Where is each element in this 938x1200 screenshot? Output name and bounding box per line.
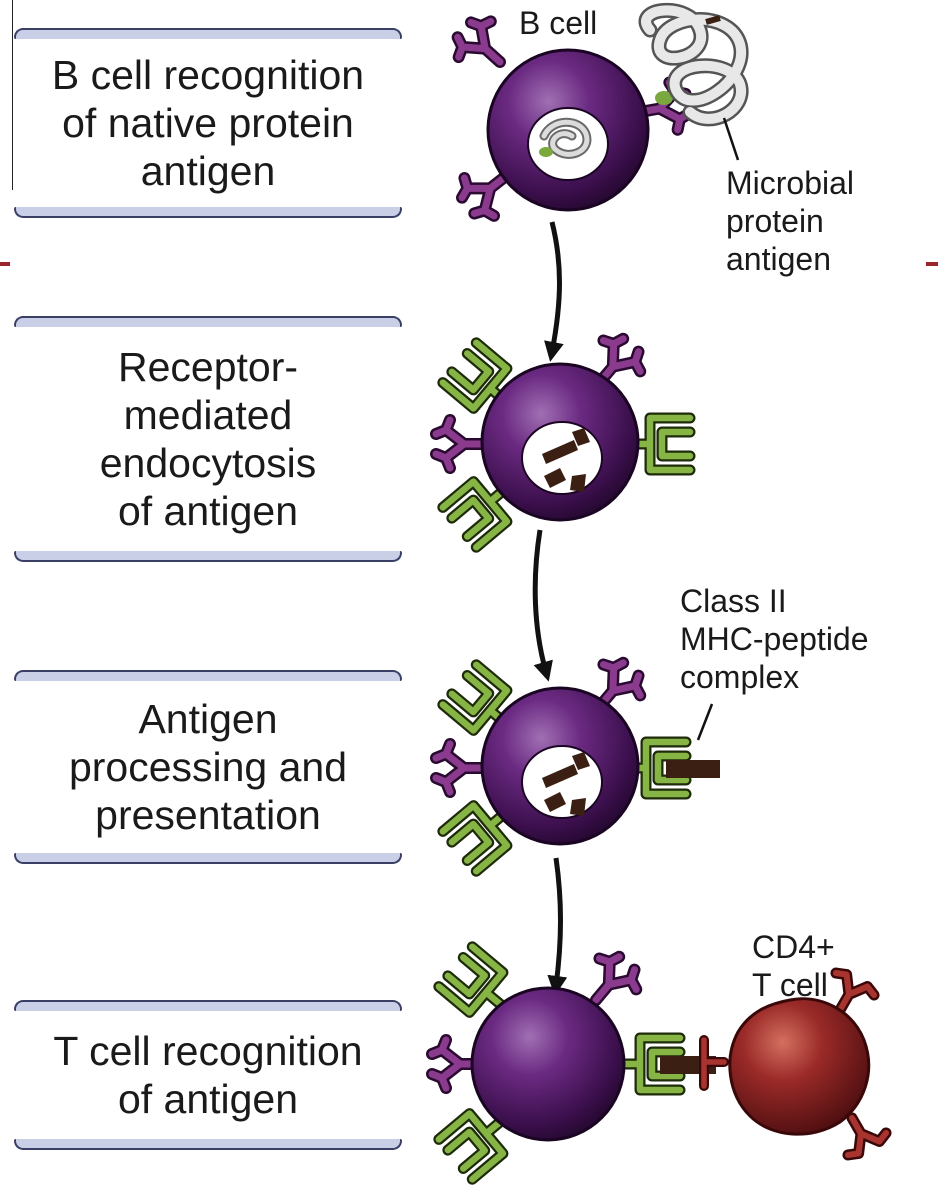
step-1-bar-top <box>14 28 402 39</box>
microbial-antigen-callout: Microbial protein antigen <box>726 165 855 277</box>
b-cell-1 <box>448 12 691 224</box>
b-cell-4 <box>432 947 716 1179</box>
edge-mark-right <box>926 262 938 266</box>
cd4-t-cell-callout: CD4+ T cell <box>752 928 835 1004</box>
step-3-box: Antigen processing and presentation <box>12 670 404 864</box>
mhc-complex-callout: Class II MHC-peptide complex <box>680 583 869 695</box>
b-cell-3 <box>436 654 720 871</box>
b-cell-2 <box>436 330 690 547</box>
step-4-bar-bottom <box>14 1139 402 1150</box>
step-3-bar-bottom <box>14 853 402 864</box>
step-2-box: Receptor- mediated endocytosis of antige… <box>12 316 404 562</box>
cd4-t-cell-callout-text: CD4+ T cell <box>752 929 835 1003</box>
step-4-bar-top <box>14 1000 402 1011</box>
arrow-step-3-to-4 <box>547 857 568 996</box>
step-1-label: B cell recognition of native protein ant… <box>51 52 365 194</box>
left-frame-line <box>0 0 13 190</box>
step-4-box: T cell recognition of antigen <box>12 1000 404 1150</box>
step-2-bar-top <box>14 316 402 327</box>
microbial-protein-antigen <box>638 3 749 161</box>
step-3-bar-top <box>14 670 402 681</box>
cd4-t-cell <box>699 970 888 1159</box>
b-cell-callout: B cell <box>519 5 598 41</box>
step-2-label: Receptor- mediated endocytosis of antige… <box>99 344 317 534</box>
step-4-label: T cell recognition of antigen <box>53 1028 363 1122</box>
arrow-step-2-to-3 <box>532 529 553 682</box>
step-3-label: Antigen processing and presentation <box>68 696 348 838</box>
edge-mark-left <box>0 262 10 266</box>
step-1-box: B cell recognition of native protein ant… <box>12 28 404 218</box>
step-2-bar-bottom <box>14 551 402 562</box>
arrow-step-1-to-2 <box>544 221 564 362</box>
step-1-bar-bottom <box>14 207 402 218</box>
